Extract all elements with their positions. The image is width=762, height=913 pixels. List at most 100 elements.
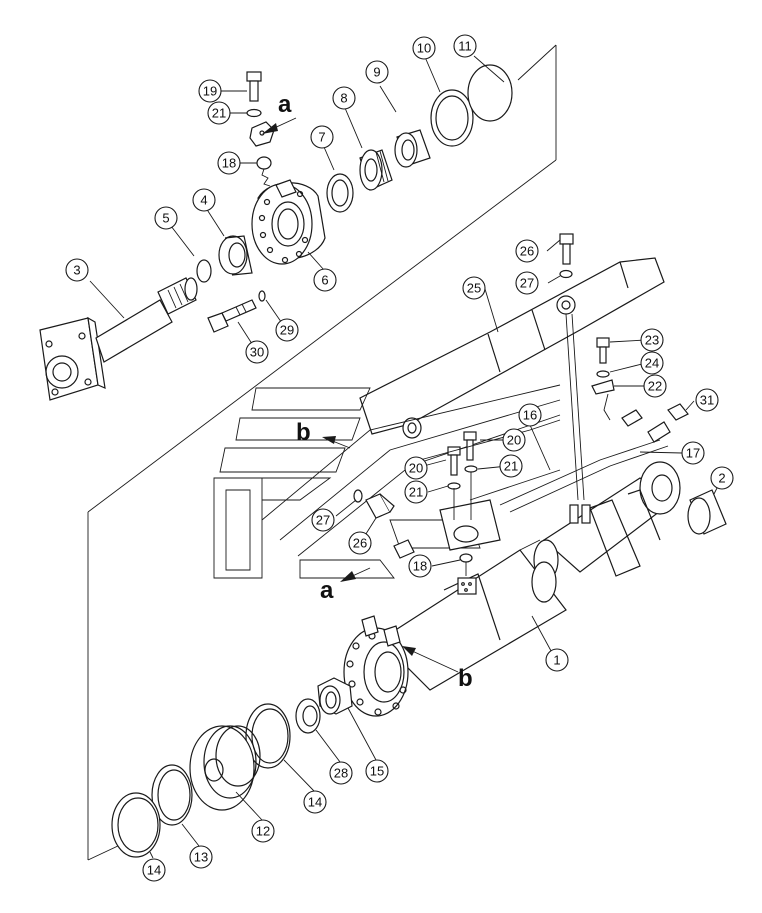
- callout-number: 14: [147, 863, 161, 878]
- callout-number: 4: [200, 193, 207, 208]
- grease-line-17: [499, 439, 669, 513]
- callout-number: 29: [280, 323, 294, 338]
- callout-20-right: 20: [502, 428, 526, 452]
- callout-number: 24: [645, 356, 659, 371]
- bolt-20-b: [463, 431, 477, 461]
- callout-number: 21: [212, 106, 226, 121]
- callout-12: 12: [251, 819, 275, 843]
- bolt-20-a: [447, 446, 461, 476]
- pin-26-left: [365, 493, 395, 519]
- callout-bubble: [332, 86, 356, 110]
- bolt-23: [596, 337, 610, 364]
- callout-6: 6: [313, 268, 337, 292]
- cylinder-body-1: [379, 539, 567, 691]
- callout-bubble: [313, 268, 337, 292]
- arm-25: [359, 257, 665, 501]
- rod-end-3: [39, 277, 198, 401]
- callout-bubble: [499, 454, 523, 478]
- callout-8: 8: [332, 86, 356, 110]
- callout-bubble: [404, 456, 428, 480]
- seal-5: [196, 259, 212, 283]
- callout-number: 3: [73, 263, 80, 278]
- callout-bubble: [207, 101, 231, 125]
- callout-30: 30: [245, 340, 269, 364]
- washer-27-left: [353, 489, 363, 503]
- callout-4: 4: [192, 188, 216, 212]
- callout-22: 22: [643, 374, 667, 398]
- pin-26-right: [559, 233, 574, 265]
- callout-bubble: [310, 125, 334, 149]
- callout-bubble: [65, 258, 89, 282]
- callout-bubble: [275, 318, 299, 342]
- frame-lines: [87, 44, 557, 861]
- callout-26-right: 26: [515, 239, 539, 263]
- callout-21-top: 21: [207, 101, 231, 125]
- o-ring-11: [467, 64, 513, 122]
- callout-number: 12: [256, 824, 270, 839]
- callout-number: 20: [409, 461, 423, 476]
- callout-number: 18: [222, 156, 236, 171]
- callout-bubble: [408, 554, 432, 578]
- callout-18-top: 18: [217, 151, 241, 175]
- callout-9: 9: [365, 60, 389, 84]
- callout-bubble: [192, 188, 216, 212]
- callout-bubble: [681, 441, 705, 465]
- bearing-8: [359, 149, 393, 191]
- callout-14-upper: 14: [303, 790, 327, 814]
- callout-bubble: [251, 819, 275, 843]
- callout-26-left: 26: [348, 531, 372, 555]
- callout-bubble: [453, 34, 477, 58]
- callout-25: 25: [462, 276, 486, 300]
- callout-27-right: 27: [515, 271, 539, 295]
- callout-bubble: [329, 761, 353, 785]
- seal-13: [151, 764, 193, 826]
- callout-21-left: 21: [404, 480, 428, 504]
- callout-bubble: [245, 340, 269, 364]
- ring-7: [326, 173, 354, 213]
- callout-bubble: [515, 239, 539, 263]
- bolt-30: [207, 299, 257, 333]
- backup-ring-10: [430, 89, 474, 147]
- callout-bubble: [640, 328, 664, 352]
- callout-14-lower: 14: [142, 858, 166, 882]
- callout-bubble: [518, 403, 542, 427]
- ring-29: [258, 290, 266, 302]
- marker-b-right: b: [458, 665, 473, 692]
- callout-number: 28: [334, 766, 348, 781]
- callout-31: 31: [695, 388, 719, 412]
- callout-number: 1: [553, 653, 560, 668]
- callout-bubble: [462, 276, 486, 300]
- callout-bubble: [515, 271, 539, 295]
- callout-number: 10: [417, 41, 431, 56]
- callout-number: 5: [162, 211, 169, 226]
- callout-bubble: [189, 845, 213, 869]
- callout-bubble: [710, 466, 734, 490]
- marker-a-top: a: [278, 91, 292, 118]
- piston-12: [189, 725, 261, 811]
- callout-bubble: [198, 79, 222, 103]
- callout-number: 15: [370, 764, 384, 779]
- callout-bubble: [640, 351, 664, 375]
- callout-21-right: 21: [499, 454, 523, 478]
- callout-28: 28: [329, 761, 353, 785]
- callout-2: 2: [710, 466, 734, 490]
- ring-28: [295, 698, 321, 734]
- callout-13: 13: [189, 845, 213, 869]
- callout-bubble: [142, 858, 166, 882]
- callout-bubble: [311, 508, 335, 532]
- callout-16: 16: [518, 403, 542, 427]
- fitting-lower: [647, 421, 671, 443]
- callout-number: 26: [353, 536, 367, 551]
- callout-number: 21: [504, 459, 518, 474]
- marker-b-left: b: [296, 419, 311, 446]
- washer-24: [596, 370, 610, 378]
- bolt-19: [246, 71, 262, 102]
- callout-19: 19: [198, 79, 222, 103]
- cylinder-head-6: [251, 179, 326, 265]
- callout-bubble: [348, 531, 372, 555]
- callout-number: 21: [409, 485, 423, 500]
- callout-1: 1: [545, 648, 569, 672]
- plug-18-top: [256, 156, 272, 187]
- reference-arrows: [262, 117, 459, 673]
- callout-bubble: [502, 428, 526, 452]
